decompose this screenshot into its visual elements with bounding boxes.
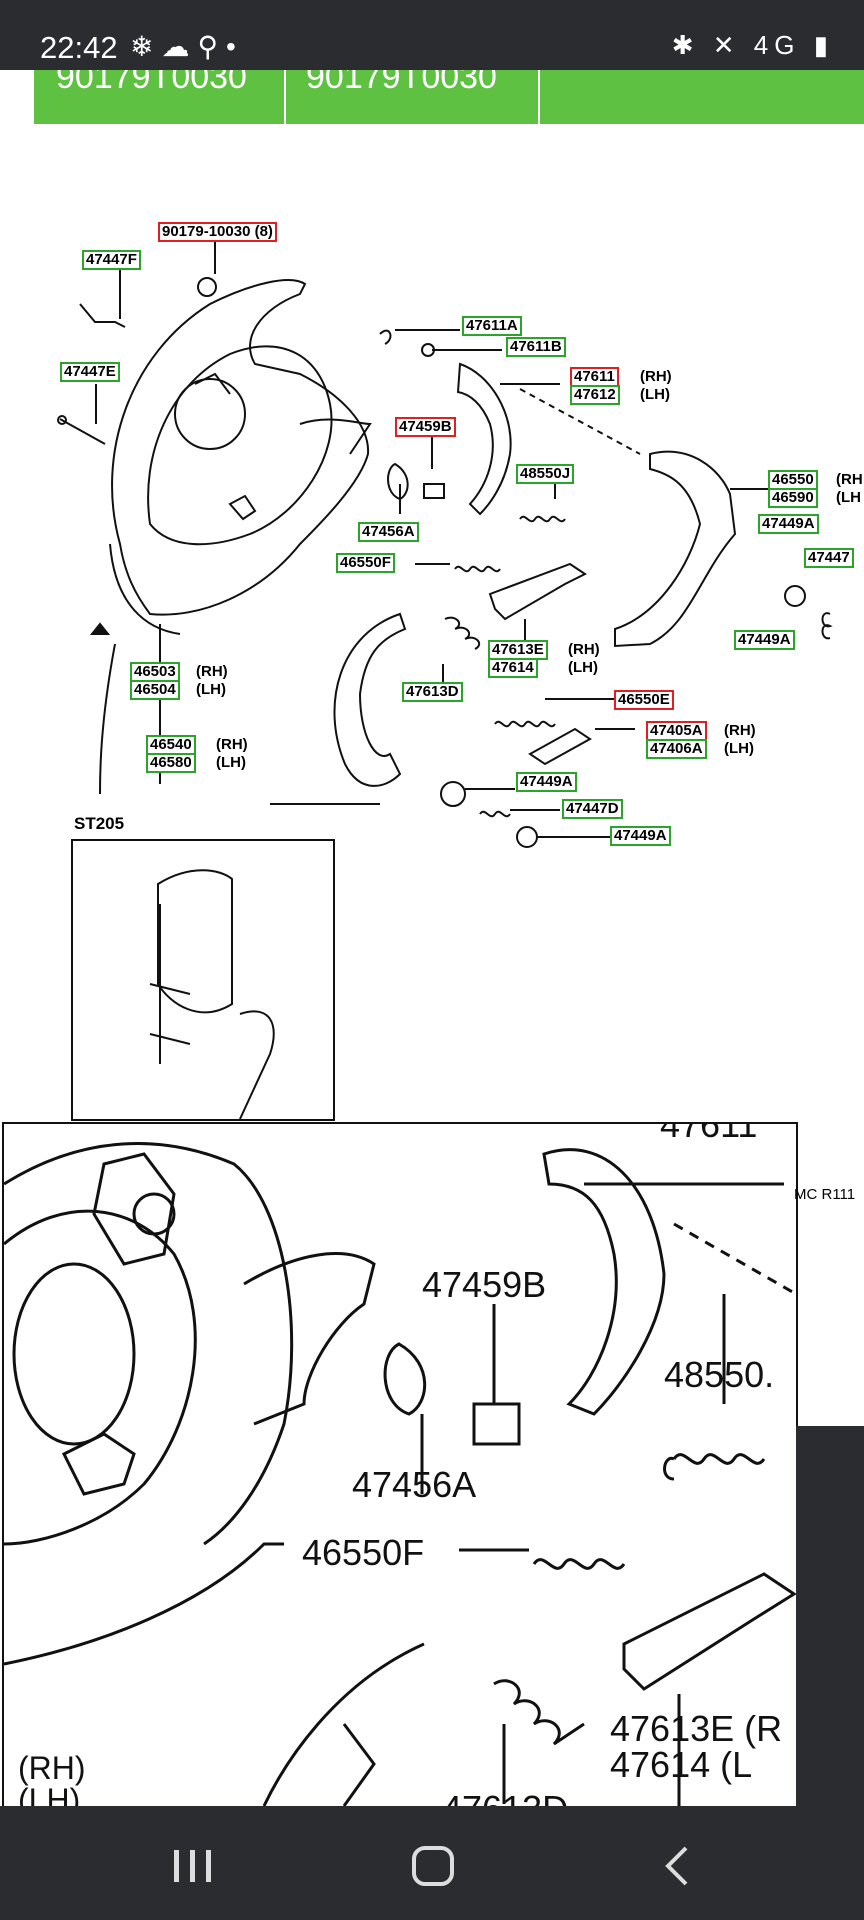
zoom-label-47613E: 47613E (R	[610, 1708, 783, 1749]
part-label-47447F[interactable]: 47447F	[82, 250, 141, 270]
navigation-bar	[0, 1806, 864, 1920]
home-icon	[412, 1846, 454, 1886]
part-label-47614[interactable]: 47614	[488, 658, 538, 678]
parts-diagram: 90179-10030 (8) 47447F 47447E 47611A 476…	[0, 124, 864, 1124]
part-label-47611B[interactable]: 47611B	[506, 337, 566, 357]
magnifier-zoom-view[interactable]: 47459B 48550. 47456A 46550F 47613E (R 47…	[2, 1122, 798, 1808]
part-label-46590[interactable]: 46590	[768, 488, 818, 508]
part-label-46550[interactable]: 46550	[768, 470, 818, 490]
lh-label: (LH)	[724, 740, 754, 757]
status-time: 22:42	[40, 30, 118, 65]
part-label-47449A[interactable]: 47449A	[610, 826, 671, 846]
recent-apps-button[interactable]	[162, 1842, 222, 1888]
part-label-47447[interactable]: 47447	[804, 548, 854, 568]
zoom-label-47611: 47611	[660, 1122, 758, 1145]
part-label-48550J[interactable]: 48550J	[516, 464, 575, 484]
back-button[interactable]	[650, 1842, 710, 1888]
part-label-47611A[interactable]: 47611A	[462, 316, 522, 336]
header-cell-2[interactable]: 90179T0030	[306, 70, 497, 96]
mc-label: MC R111	[794, 1186, 856, 1203]
lh-label: (LH)	[196, 681, 226, 698]
part-label-47613E[interactable]: 47613E	[488, 640, 548, 660]
part-label-47447D[interactable]: 47447D	[562, 799, 623, 819]
part-label-90179-10030[interactable]: 90179-10030 (8)	[158, 222, 277, 242]
part-label-46504[interactable]: 46504	[130, 680, 180, 700]
status-bar: 22:42 ❄☁⚲• ✱ ✕ 4G ▮	[0, 0, 864, 70]
part-label-46550E[interactable]: 46550E	[614, 690, 674, 710]
zoom-label-lh: (LH)	[18, 1782, 81, 1808]
part-number-header: 90179T0030 90179T0030	[34, 70, 864, 124]
background-panel	[796, 1426, 864, 1806]
notification-icons: ❄☁⚲•	[130, 31, 244, 62]
rh-label: (RH)	[640, 368, 672, 385]
part-label-46540[interactable]: 46540	[146, 735, 196, 755]
rh-label: (RH	[836, 471, 863, 488]
part-label-47449A[interactable]: 47449A	[758, 514, 819, 534]
part-label-47459B[interactable]: 47459B	[395, 417, 456, 437]
zoomed-diagram-drawing	[4, 1142, 796, 1806]
lh-label: (LH)	[216, 754, 246, 771]
part-label-47449A[interactable]: 47449A	[734, 630, 795, 650]
rh-label: (RH)	[724, 722, 756, 739]
part-label-46550F[interactable]: 46550F	[336, 553, 395, 573]
diagram-drawing	[57, 234, 833, 1121]
part-label-47405A[interactable]: 47405A	[646, 721, 707, 741]
zoom-label-47614: 47614 (L	[610, 1744, 753, 1785]
part-label-47449A[interactable]: 47449A	[516, 772, 577, 792]
part-label-47456A[interactable]: 47456A	[358, 522, 419, 542]
rh-label: (RH)	[216, 736, 248, 753]
zoom-label-47456A: 47456A	[352, 1464, 477, 1505]
part-label-47611[interactable]: 47611	[570, 367, 619, 387]
part-label-47613D[interactable]: 47613D	[402, 682, 463, 702]
lh-label: (LH	[836, 489, 861, 506]
rh-label: (RH)	[196, 663, 228, 680]
lh-label: (LH)	[640, 386, 670, 403]
header-cell-1[interactable]: 90179T0030	[56, 70, 247, 96]
zoom-label-48550J: 48550.	[664, 1354, 775, 1395]
zoom-label-rh: (RH)	[18, 1750, 86, 1786]
part-label-46580[interactable]: 46580	[146, 753, 196, 773]
system-icons: ✱ ✕ 4G ▮	[671, 30, 834, 60]
part-label-47612[interactable]: 47612	[570, 385, 620, 405]
lh-label: (LH)	[568, 659, 598, 676]
zoom-label-47613D: 47613D	[442, 1788, 568, 1806]
part-label-47406A[interactable]: 47406A	[646, 739, 707, 759]
zoom-label-47459B: 47459B	[422, 1264, 547, 1305]
header-divider	[284, 70, 286, 124]
st205-label: ST205	[74, 814, 125, 833]
zoom-label-46550F: 46550F	[302, 1532, 425, 1573]
header-divider	[538, 70, 540, 124]
part-label-47447E[interactable]: 47447E	[60, 362, 120, 382]
home-button[interactable]	[404, 1842, 464, 1888]
rh-label: (RH)	[568, 641, 600, 658]
part-label-46503[interactable]: 46503	[130, 662, 180, 682]
back-icon	[665, 1846, 688, 1886]
recent-apps-icon	[174, 1850, 211, 1882]
